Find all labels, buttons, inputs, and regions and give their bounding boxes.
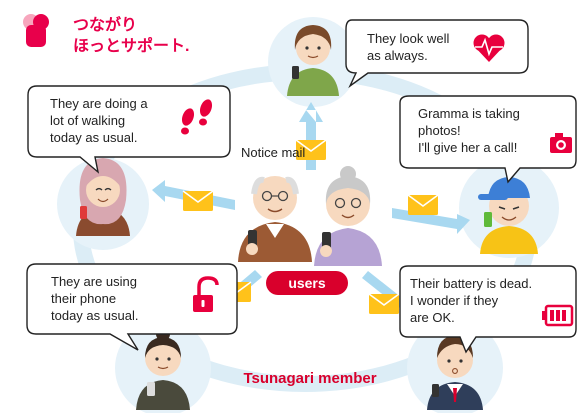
camera-icon [550, 133, 572, 153]
low-battery-icon [542, 304, 574, 327]
arrow-up [299, 102, 323, 170]
member-top [287, 25, 339, 96]
logo-line-2: ほっとサポート. [73, 36, 189, 55]
users-label: users [288, 275, 326, 291]
bubble-lower-right-text: Their battery is dead. I wonder if they … [410, 276, 536, 325]
notice-mail-label: Notice mail [241, 145, 305, 160]
grandmother-figure [314, 166, 382, 266]
member-right [478, 177, 538, 254]
tsunagari-member-label: Tsunagari member [243, 370, 376, 387]
bubble-lower-left-text: They are using their phone today as usua… [51, 274, 141, 323]
bubble-lower-left: They are using their phone today as usua… [26, 263, 238, 351]
grandfather-figure [238, 176, 312, 262]
unlock-icon [193, 276, 219, 312]
mail-envelope-icon [182, 190, 214, 212]
mail-envelope-icon [368, 293, 400, 315]
bubble-upper-left-text: They are doing a lot of walking today as… [50, 96, 151, 145]
logo: つながり ほっとサポート. [23, 14, 189, 55]
logo-heart-icon [23, 14, 49, 47]
logo-line-1: つながり [73, 15, 137, 34]
footprints-icon [181, 99, 213, 135]
bubble-top: They look well as always. [345, 19, 529, 89]
heart-pulse-icon [473, 34, 505, 62]
mail-envelope-icon [407, 194, 439, 216]
users-illustration [238, 166, 382, 266]
users-badge: users [266, 271, 348, 295]
bubble-right: Gramma is taking photos! I'll give her a… [399, 95, 577, 184]
bubble-upper-left: They are doing a lot of walking today as… [27, 85, 231, 174]
member-upper-left [76, 158, 130, 236]
bubble-lower-right: Their battery is dead. I wonder if they … [399, 265, 577, 354]
bubble-right-text: Gramma is taking photos! I'll give her a… [418, 106, 524, 155]
bubble-top-text: They look well as always. [367, 31, 453, 63]
